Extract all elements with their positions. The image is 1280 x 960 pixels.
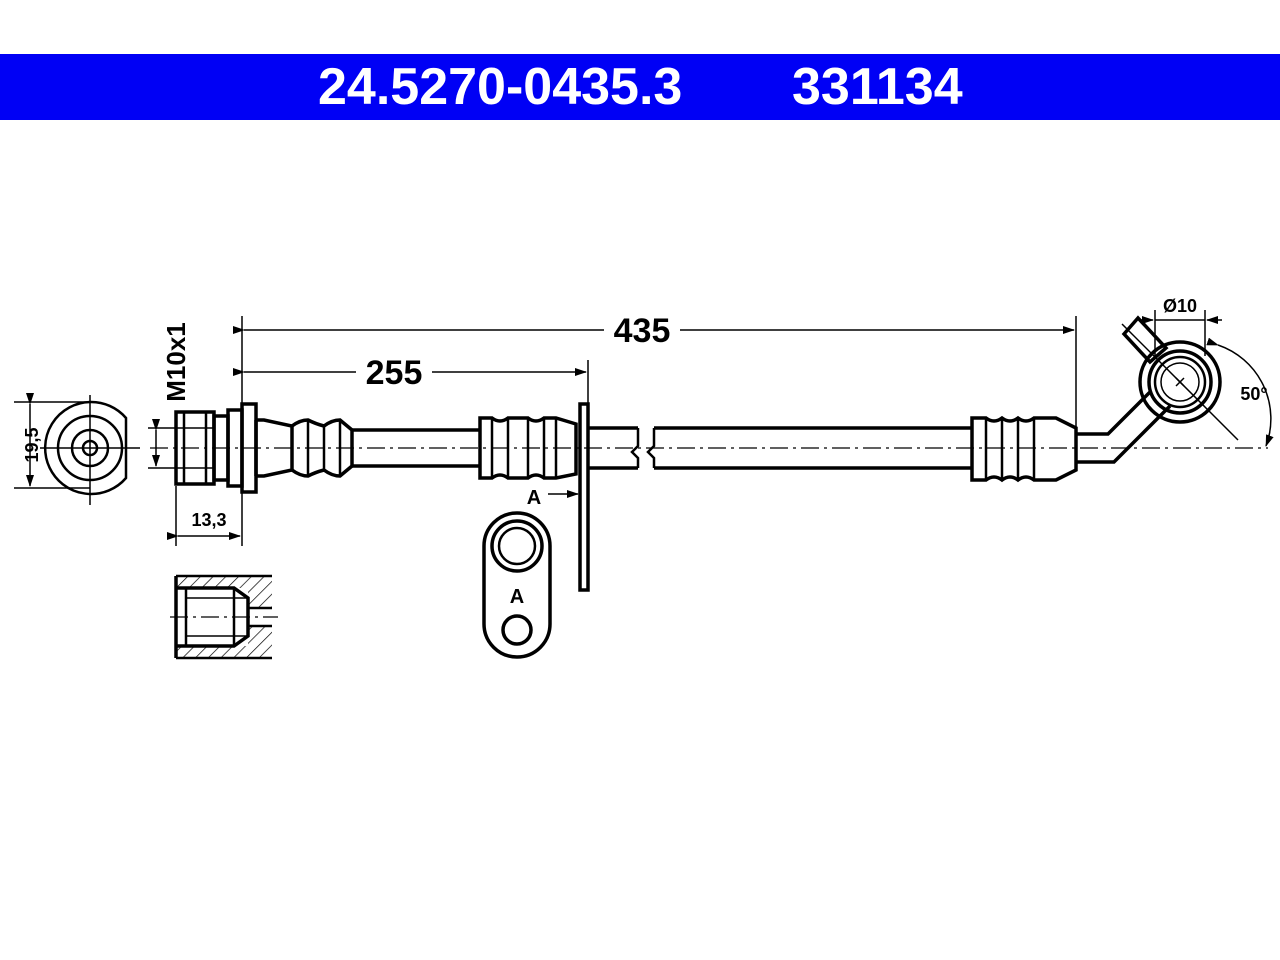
- bracket-view: A: [482, 511, 552, 659]
- bracket-position-label: 255: [366, 354, 423, 392]
- thread-label: M10x1: [161, 322, 191, 402]
- banjo-angle-label: 50°: [1240, 384, 1267, 404]
- part-number: 24.5270-0435.3: [318, 58, 683, 116]
- wrench-size-label: 19,5: [22, 427, 42, 462]
- overall-length-dimension: 435: [233, 312, 1077, 428]
- section-marker-label: A: [527, 487, 541, 509]
- fitting-length-dimension: 13,3: [167, 486, 243, 546]
- section-marker: A: [527, 487, 579, 509]
- bracket-position-dimension: 255: [233, 354, 589, 404]
- header-bar: 24.5270-0435.3 331134: [0, 54, 1280, 120]
- banjo-angle-dimension: 50°: [1206, 337, 1274, 447]
- banjo-diameter-label: Ø10: [1163, 296, 1197, 316]
- banjo-diameter-dimension: Ø10: [1140, 296, 1222, 356]
- overall-length-label: 435: [614, 312, 671, 350]
- fitting-section-view: [170, 574, 278, 660]
- reference-number: 331134: [792, 58, 963, 116]
- wrench-size-dimension: 19,5: [14, 393, 90, 489]
- thread-dimension: M10x1: [148, 322, 191, 469]
- bracket-view-label: A: [510, 586, 524, 608]
- fitting-length-label: 13,3: [191, 510, 226, 530]
- fitting-end-view: [40, 395, 140, 505]
- hose-assembly: [150, 390, 1268, 592]
- banjo-fitting: [1121, 315, 1239, 441]
